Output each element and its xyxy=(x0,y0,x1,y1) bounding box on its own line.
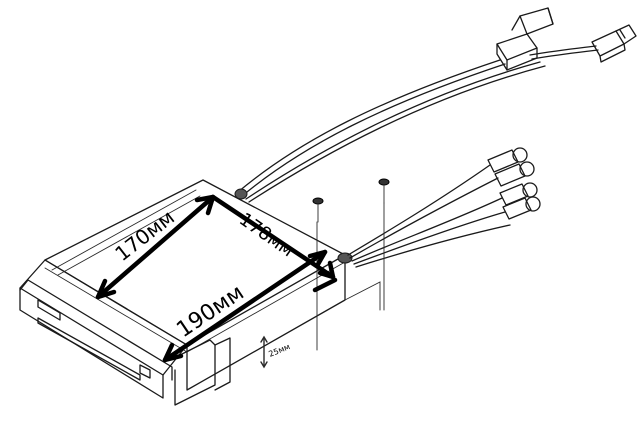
rca-cable-bundle xyxy=(347,164,511,268)
device-box xyxy=(19,179,381,406)
dimension-arrow-width xyxy=(95,194,216,300)
dimension-arrow-diagonal xyxy=(162,249,338,363)
screw-icon-2 xyxy=(378,178,390,311)
rca-plug-icon xyxy=(487,147,541,220)
usb-plug-icon xyxy=(591,24,637,63)
top-cable-bundle xyxy=(237,45,599,203)
vga-connector-icon xyxy=(496,7,554,71)
dimension-arrow-height xyxy=(260,335,268,369)
dimension-arrow-depth xyxy=(210,194,336,280)
depth-label: 178мм xyxy=(235,209,297,261)
height-label: 25мм xyxy=(267,342,291,359)
screw-icon xyxy=(312,197,324,351)
